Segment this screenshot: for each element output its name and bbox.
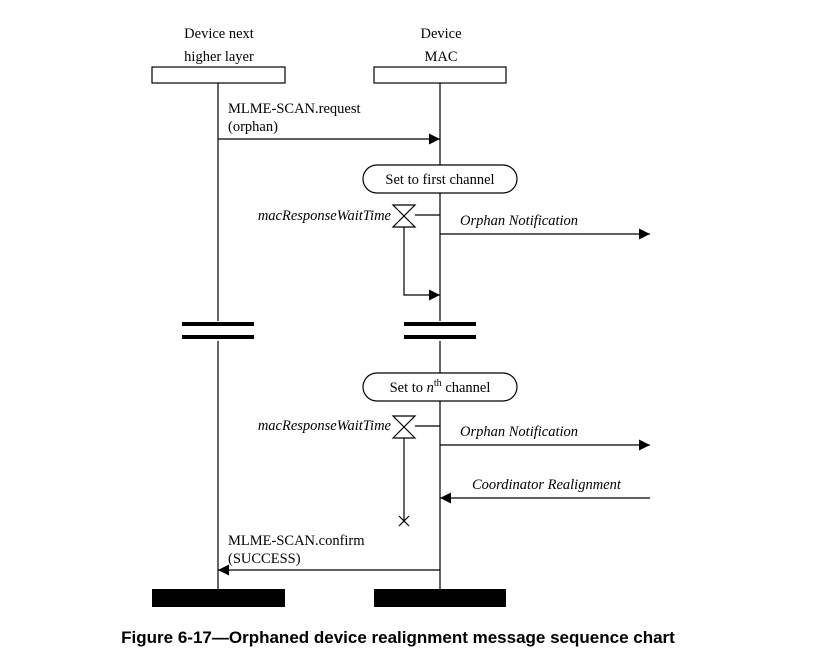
nhl-lifeline-head [151, 66, 286, 84]
timer-1-start-icon [391, 204, 417, 228]
mac-break-bar-bottom [404, 335, 476, 339]
scan-confirm-param: (SUCCESS) [228, 551, 301, 567]
timer-1-expiry-arrow [403, 227, 440, 301]
figure-caption: Figure 6-17—Orphaned device realignment … [121, 628, 675, 647]
coordinator-realignment-label: Coordinator Realignment [472, 477, 622, 493]
mac-header-line2: MAC [424, 49, 457, 65]
nhl-lifeline-end [152, 589, 285, 607]
nhl-header-line2: higher layer [184, 49, 254, 65]
timer-2-label: macResponseWaitTime [258, 418, 392, 434]
state-first-channel-label: Set to first channel [385, 172, 494, 188]
scan-request-label: MLME-SCAN.request [228, 101, 361, 117]
timer-cancel-icon [398, 515, 410, 527]
mac-break-bar-top [404, 322, 476, 326]
state-nth-channel-label: Set to nth channel [390, 378, 491, 396]
nhl-break-bar-top [182, 322, 254, 326]
state-nth-channel [362, 372, 518, 402]
orphan-notification-2-label: Orphan Notification [460, 424, 578, 440]
nhl-break-bar-bottom [182, 335, 254, 339]
scan-request-param: (orphan) [228, 119, 278, 135]
scan-confirm-label: MLME-SCAN.confirm [228, 533, 365, 549]
orphan-notification-1-label: Orphan Notification [460, 213, 578, 229]
nhl-header-line1: Device next [184, 26, 254, 42]
timer-2-start-icon [391, 415, 417, 439]
mac-lifeline-end [374, 589, 506, 607]
state-first-channel [362, 164, 518, 194]
mac-header-line1: Device [420, 26, 461, 42]
mac-lifeline-head [373, 66, 507, 84]
timer-1-label: macResponseWaitTime [258, 208, 392, 224]
